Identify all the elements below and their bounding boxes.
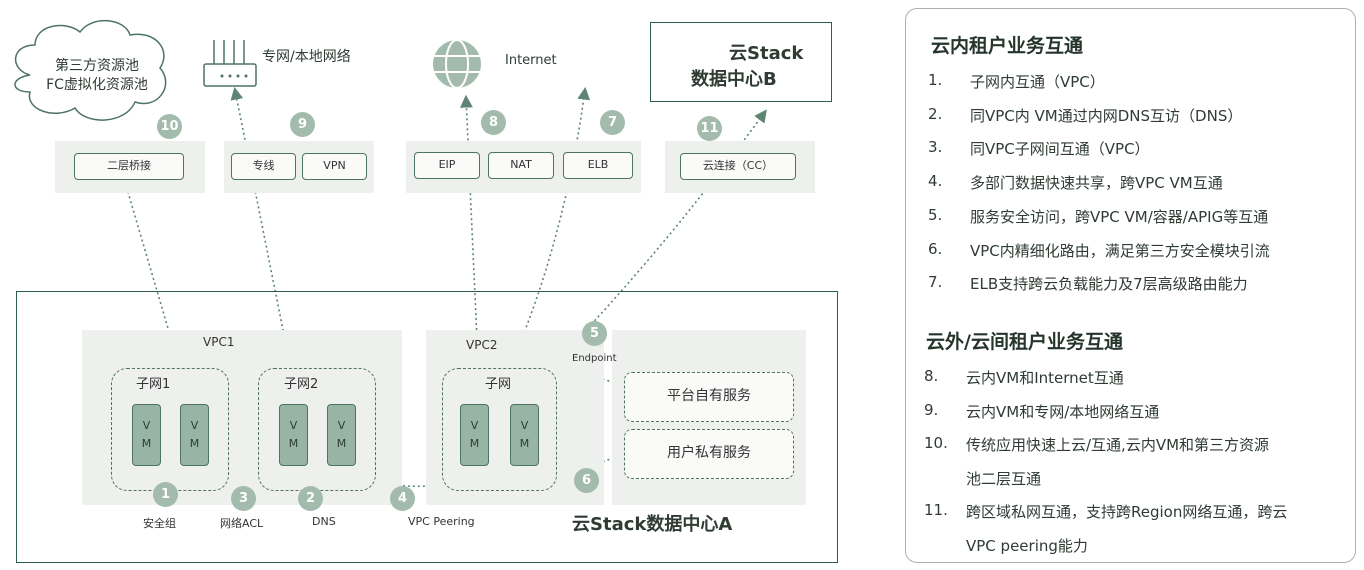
subnet-box	[442, 368, 557, 491]
line-9	[230, 86, 294, 381]
legend-item-text: 同VPC内 VM通过内网DNS互访（DNS）	[970, 106, 1243, 125]
legend-item-text: ELB支持跨云负载能力及7层高级路由能力	[970, 275, 1248, 294]
legend-item-number: 2.	[928, 104, 943, 123]
user-service-box[interactable]: 用户私有服务	[624, 429, 794, 479]
legend-item-text: VPC peering能力	[966, 536, 1088, 555]
legend-item-text: 同VPC子网间互通（VPC）	[970, 140, 1150, 159]
legend-item-number: 4.	[928, 172, 943, 191]
datacenter-a-box	[16, 291, 838, 563]
legend-item-text: 跨区域私网互通，支持跨Region网络互通，跨云	[966, 503, 1288, 521]
badge-8: 8	[481, 110, 506, 135]
l2-bridge-panel: 二层桥接	[55, 141, 205, 193]
private-link-panel: 专线 VPN	[224, 141, 374, 193]
legend-item-text: 传统应用快速上云/互通,云内VM和第三方资源	[966, 436, 1270, 454]
badge-10: 10	[157, 114, 182, 139]
legend-item-text: 云内VM和Internet互通	[966, 369, 1124, 387]
leased-line-button[interactable]: 专线	[231, 153, 296, 180]
legend-item-text: 子网内互通（VPC）	[970, 73, 1105, 91]
section2-title: 云外/云间租户业务互通	[926, 331, 1123, 353]
dc-b-line2: 数据中心B	[691, 69, 777, 90]
badge-2: 2	[298, 486, 323, 511]
vpn-button[interactable]: VPN	[302, 153, 367, 180]
dc-b-line1: 云Stack	[729, 43, 804, 64]
vpc-peering-label: VPC Peering	[408, 515, 475, 528]
endpoint-label: Endpoint	[572, 353, 617, 364]
network-acl-label: 网络ACL	[220, 517, 264, 530]
globe-icon	[433, 39, 481, 89]
legend-item-number: 6.	[928, 239, 943, 258]
vpc2-label: VPC2	[466, 338, 498, 352]
vm-letter-v: V	[520, 419, 529, 432]
badge-6: 6	[574, 468, 599, 493]
legend-item-text: 多部门数据快速共享，跨VPC VM互通	[970, 174, 1223, 193]
legend-item-text: VPC内精细化路由，满足第三方安全模块引流	[970, 241, 1270, 260]
vpc1-label: VPC1	[203, 335, 235, 349]
legend-item-number: 9.	[924, 400, 939, 419]
third-party-pool-label: 第三方资源池 FC虚拟化资源池	[22, 57, 172, 95]
cloud-shape	[14, 19, 167, 121]
line-7	[491, 86, 591, 406]
legend-item-number: 3.	[928, 138, 943, 157]
legend-item-number: 8.	[924, 367, 939, 385]
legend-item-number: 10.	[924, 434, 948, 452]
badge-3: 3	[231, 486, 256, 511]
nat-button[interactable]: NAT	[488, 152, 554, 179]
legend-item-number: 5.	[928, 205, 943, 224]
vm-letter-m: M	[469, 437, 480, 450]
cloud-line2: FC虚拟化资源池	[46, 77, 148, 93]
vm-letter-v: V	[337, 419, 346, 432]
internet-label: Internet	[505, 53, 557, 68]
badge-5: 5	[582, 321, 607, 346]
legend-item-text: 池二层互通	[966, 469, 1042, 488]
vm-letter-m: M	[141, 437, 152, 450]
vm-letter-m: M	[288, 437, 299, 450]
subnet2-label: 子网2	[284, 377, 319, 392]
network-diagram: 第三方资源池 FC虚拟化资源池 专网/本地网络 Internet 云Stack …	[14, 19, 838, 563]
subnet1-label: 子网1	[136, 377, 171, 392]
datacenter-b-box: 云Stack 数据中心B	[650, 22, 832, 102]
router-icon	[203, 40, 257, 87]
platform-service-box[interactable]: 平台自有服务	[624, 372, 794, 422]
vm-letter-m: M	[336, 437, 347, 450]
internet-gateway-panel: EIP NAT ELB	[406, 141, 641, 193]
badge-11: 11	[697, 116, 722, 141]
legend-item-text: 云内VM和专网/本地网络互通	[966, 402, 1160, 421]
vm-letter-v: V	[190, 419, 199, 432]
legend-item-number: 7.	[928, 273, 943, 292]
private-network-label: 专网/本地网络	[262, 49, 351, 65]
security-group-label: 安全组	[143, 517, 176, 530]
vm-letter-v: V	[289, 419, 298, 432]
section1-title: 云内租户业务互通	[931, 35, 1084, 57]
elb-button[interactable]: ELB	[563, 152, 633, 179]
dns-label: DNS	[312, 515, 336, 528]
legend-item-number: 11.	[924, 501, 948, 519]
badge-1: 1	[153, 482, 178, 507]
badge-9: 9	[290, 112, 315, 137]
vm-letter-m: M	[189, 437, 200, 450]
badge-4: 4	[390, 486, 415, 511]
vm-letter-m: M	[519, 437, 530, 450]
legend-panel: 云内租户业务互通 1. 子网内互通（VPC） 2. 同VPC内 VM通过内网DNS互访…	[905, 8, 1356, 563]
cloud-line1: 第三方资源池	[55, 58, 139, 74]
eip-button[interactable]: EIP	[414, 152, 480, 179]
badge-7: 7	[600, 110, 625, 135]
cloud-connect-panel: 云连接（CC）	[665, 141, 815, 193]
legend-item-number: 1.	[928, 71, 943, 89]
l2-bridge-button[interactable]: 二层桥接	[74, 153, 184, 180]
subnet-label: 子网	[485, 377, 512, 392]
datacenter-a-title: 云Stack数据中心A	[572, 514, 733, 535]
cloud-connect-button[interactable]: 云连接（CC）	[680, 153, 796, 180]
vm-letter-v: V	[142, 419, 151, 432]
vm-letter-v: V	[470, 419, 479, 432]
legend-item-text: 服务安全访问，跨VPC VM/容器/APIG等互通	[970, 207, 1269, 226]
